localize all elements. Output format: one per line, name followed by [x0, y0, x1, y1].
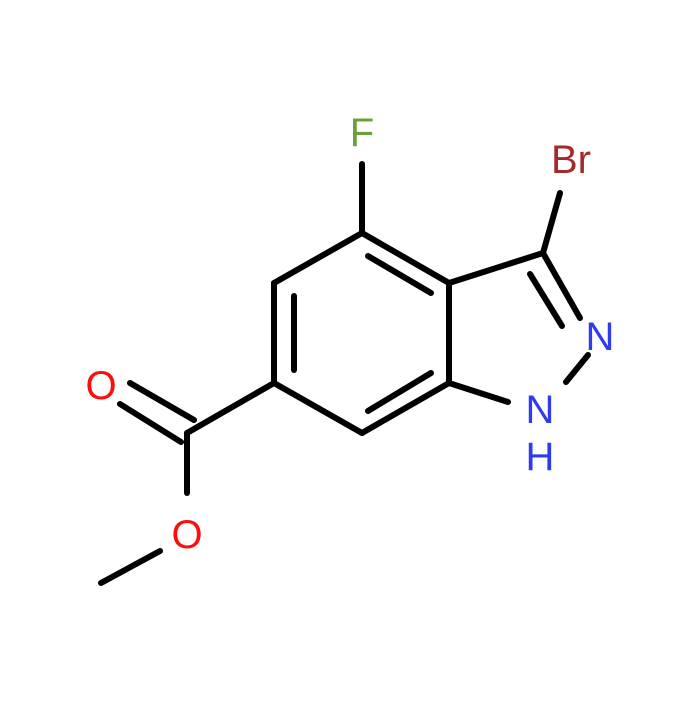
bond-c3a-c3	[446, 250, 546, 286]
bond-c3a-c4-inner	[365, 253, 434, 296]
bond-c3-br	[540, 190, 563, 256]
bond-c6-c7	[271, 380, 365, 436]
bond-carbonyl-o-double-b	[117, 401, 184, 445]
bond-c7a-n1	[446, 380, 511, 405]
bond-c3a-c4	[359, 230, 452, 286]
bond-c4-c5	[271, 230, 365, 286]
bond-c3-n2	[540, 250, 583, 321]
bond-n2-n1	[563, 352, 591, 385]
nitrogen-2-label: N	[586, 315, 615, 359]
carbonyl-oxygen-label: O	[85, 364, 116, 408]
bromine-label: Br	[551, 138, 591, 182]
nitrogen-1-hydrogen-label: H	[526, 435, 555, 479]
fluorine-label: F	[350, 111, 374, 155]
bond-oester-methyl	[98, 548, 163, 586]
ester-oxygen-label: O	[171, 513, 202, 557]
bond-carbonyl-o-double-a	[127, 380, 197, 423]
bond-c7-c7a-inner	[365, 370, 434, 414]
bond-c3-n2-inner	[527, 271, 565, 329]
bond-c6-carbonyl	[184, 380, 277, 436]
bond-c7-c7a	[359, 380, 452, 436]
nitrogen-1-label: N	[526, 388, 555, 432]
